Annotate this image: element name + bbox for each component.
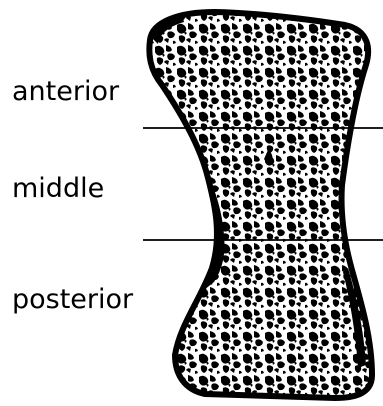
bone-outline: [149, 12, 372, 398]
label-middle: middle: [12, 175, 104, 202]
label-posterior: posterior: [12, 286, 133, 313]
label-anterior: anterior: [12, 78, 119, 105]
bone: [149, 12, 372, 398]
